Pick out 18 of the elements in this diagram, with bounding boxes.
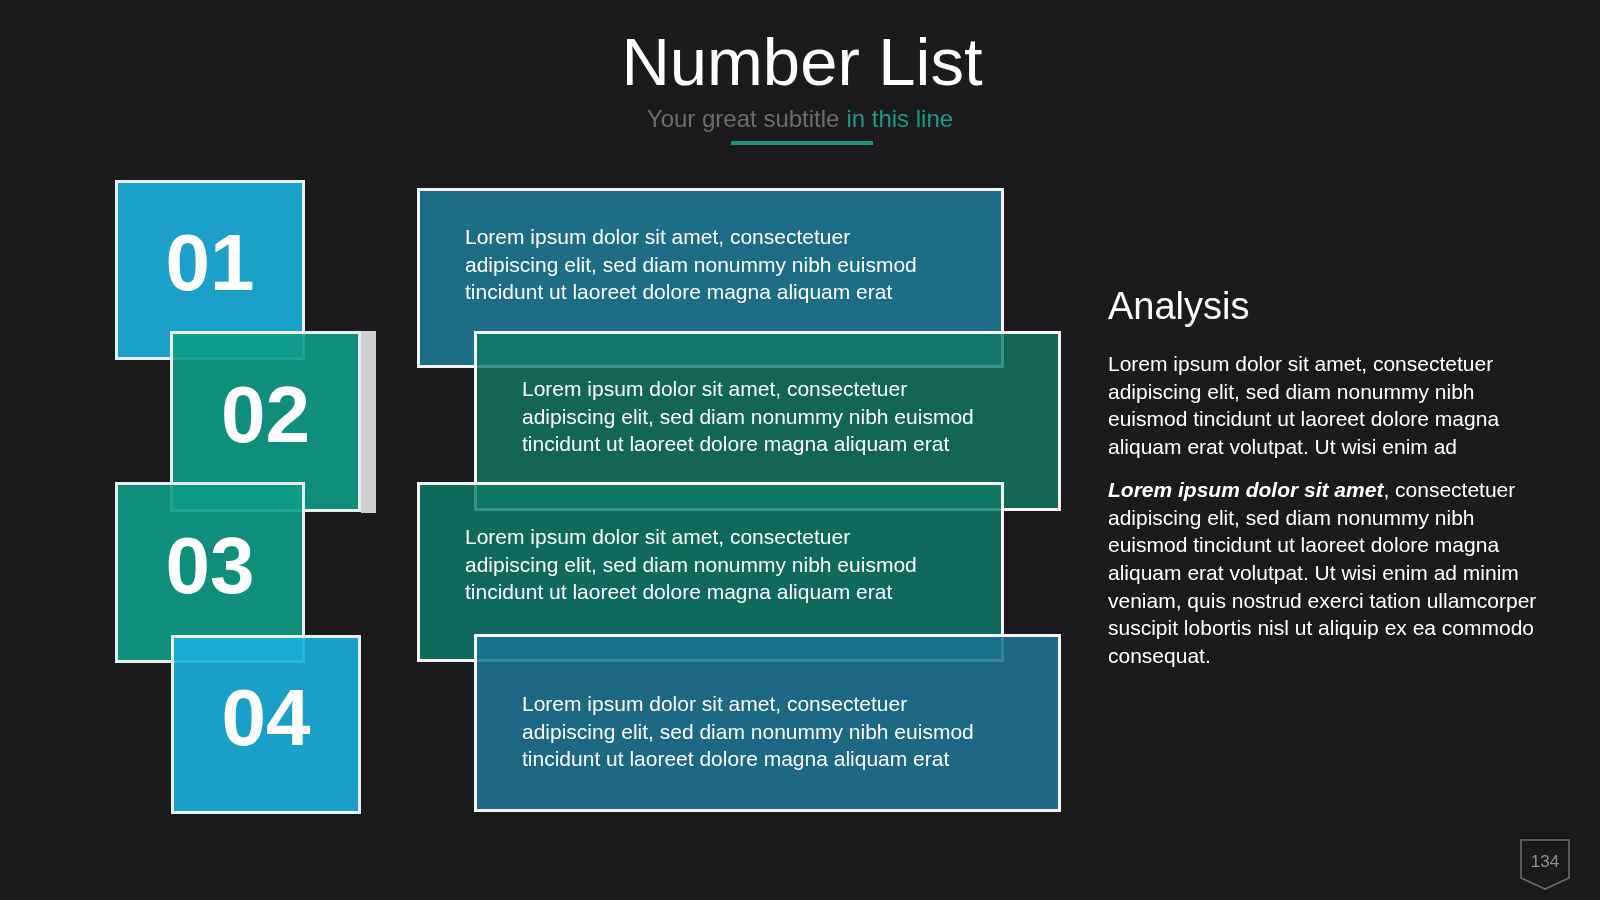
panel-text: Lorem ipsum dolor sit amet, consectetuer adipiscing elit, sed diam nonummy nibh euismod tincidunt ut laoreet dolore magna aliquam erat xyxy=(522,691,975,772)
panel-text: Lorem ipsum dolor sit amet, consectetuer adipiscing elit, sed diam nonummy nibh euismod tincidunt ut laoreet dolore magna aliquam erat xyxy=(465,224,918,305)
number-tile xyxy=(171,635,361,814)
page-number-badge xyxy=(1520,839,1570,890)
list-number: 03 xyxy=(165,522,255,609)
page-number: 134 xyxy=(1530,852,1560,872)
list-number: 02 xyxy=(221,371,310,458)
section-heading: Analysis xyxy=(1108,284,1250,328)
list-number: 04 xyxy=(221,674,311,761)
list-number: 01 xyxy=(165,220,255,306)
slide-title: Number List xyxy=(620,28,983,95)
body-paragraph: Lorem ipsum dolor sit amet, consectetuer adipiscing elit, sed diam nonummy nibh euismod tincidunt ut laoreet dolore magna aliquam erat volutpat. Ut wisi enim ad xyxy=(1108,351,1501,461)
panel-text: Lorem ipsum dolor sit amet, consectetuer adipiscing elit, sed diam nonummy nibh euismod tincidunt ut laoreet dolore magna aliquam erat xyxy=(522,376,975,457)
body-paragraph: Lorem ipsum dolor sit amet, consectetuer adipiscing elit, sed diam nonummy nibh euismod tincidunt ut laoreet dolore magna aliquam erat volutpat. Ut wisi enim ad minim veniam, quis nostrud exerci tation ullamcorper suscipit lobortis nisl ut aliquip ex ea commodo consequat. xyxy=(1108,476,1538,670)
panel-text: Lorem ipsum dolor sit amet, consectetuer adipiscing elit, sed diam nonummy nibh euismod tincidunt ut laoreet dolore magna aliquam erat xyxy=(465,524,918,605)
subtitle-text: Your great subtitle xyxy=(646,105,840,133)
subtitle-text: in this line xyxy=(846,105,954,133)
text-panel xyxy=(474,634,1061,812)
